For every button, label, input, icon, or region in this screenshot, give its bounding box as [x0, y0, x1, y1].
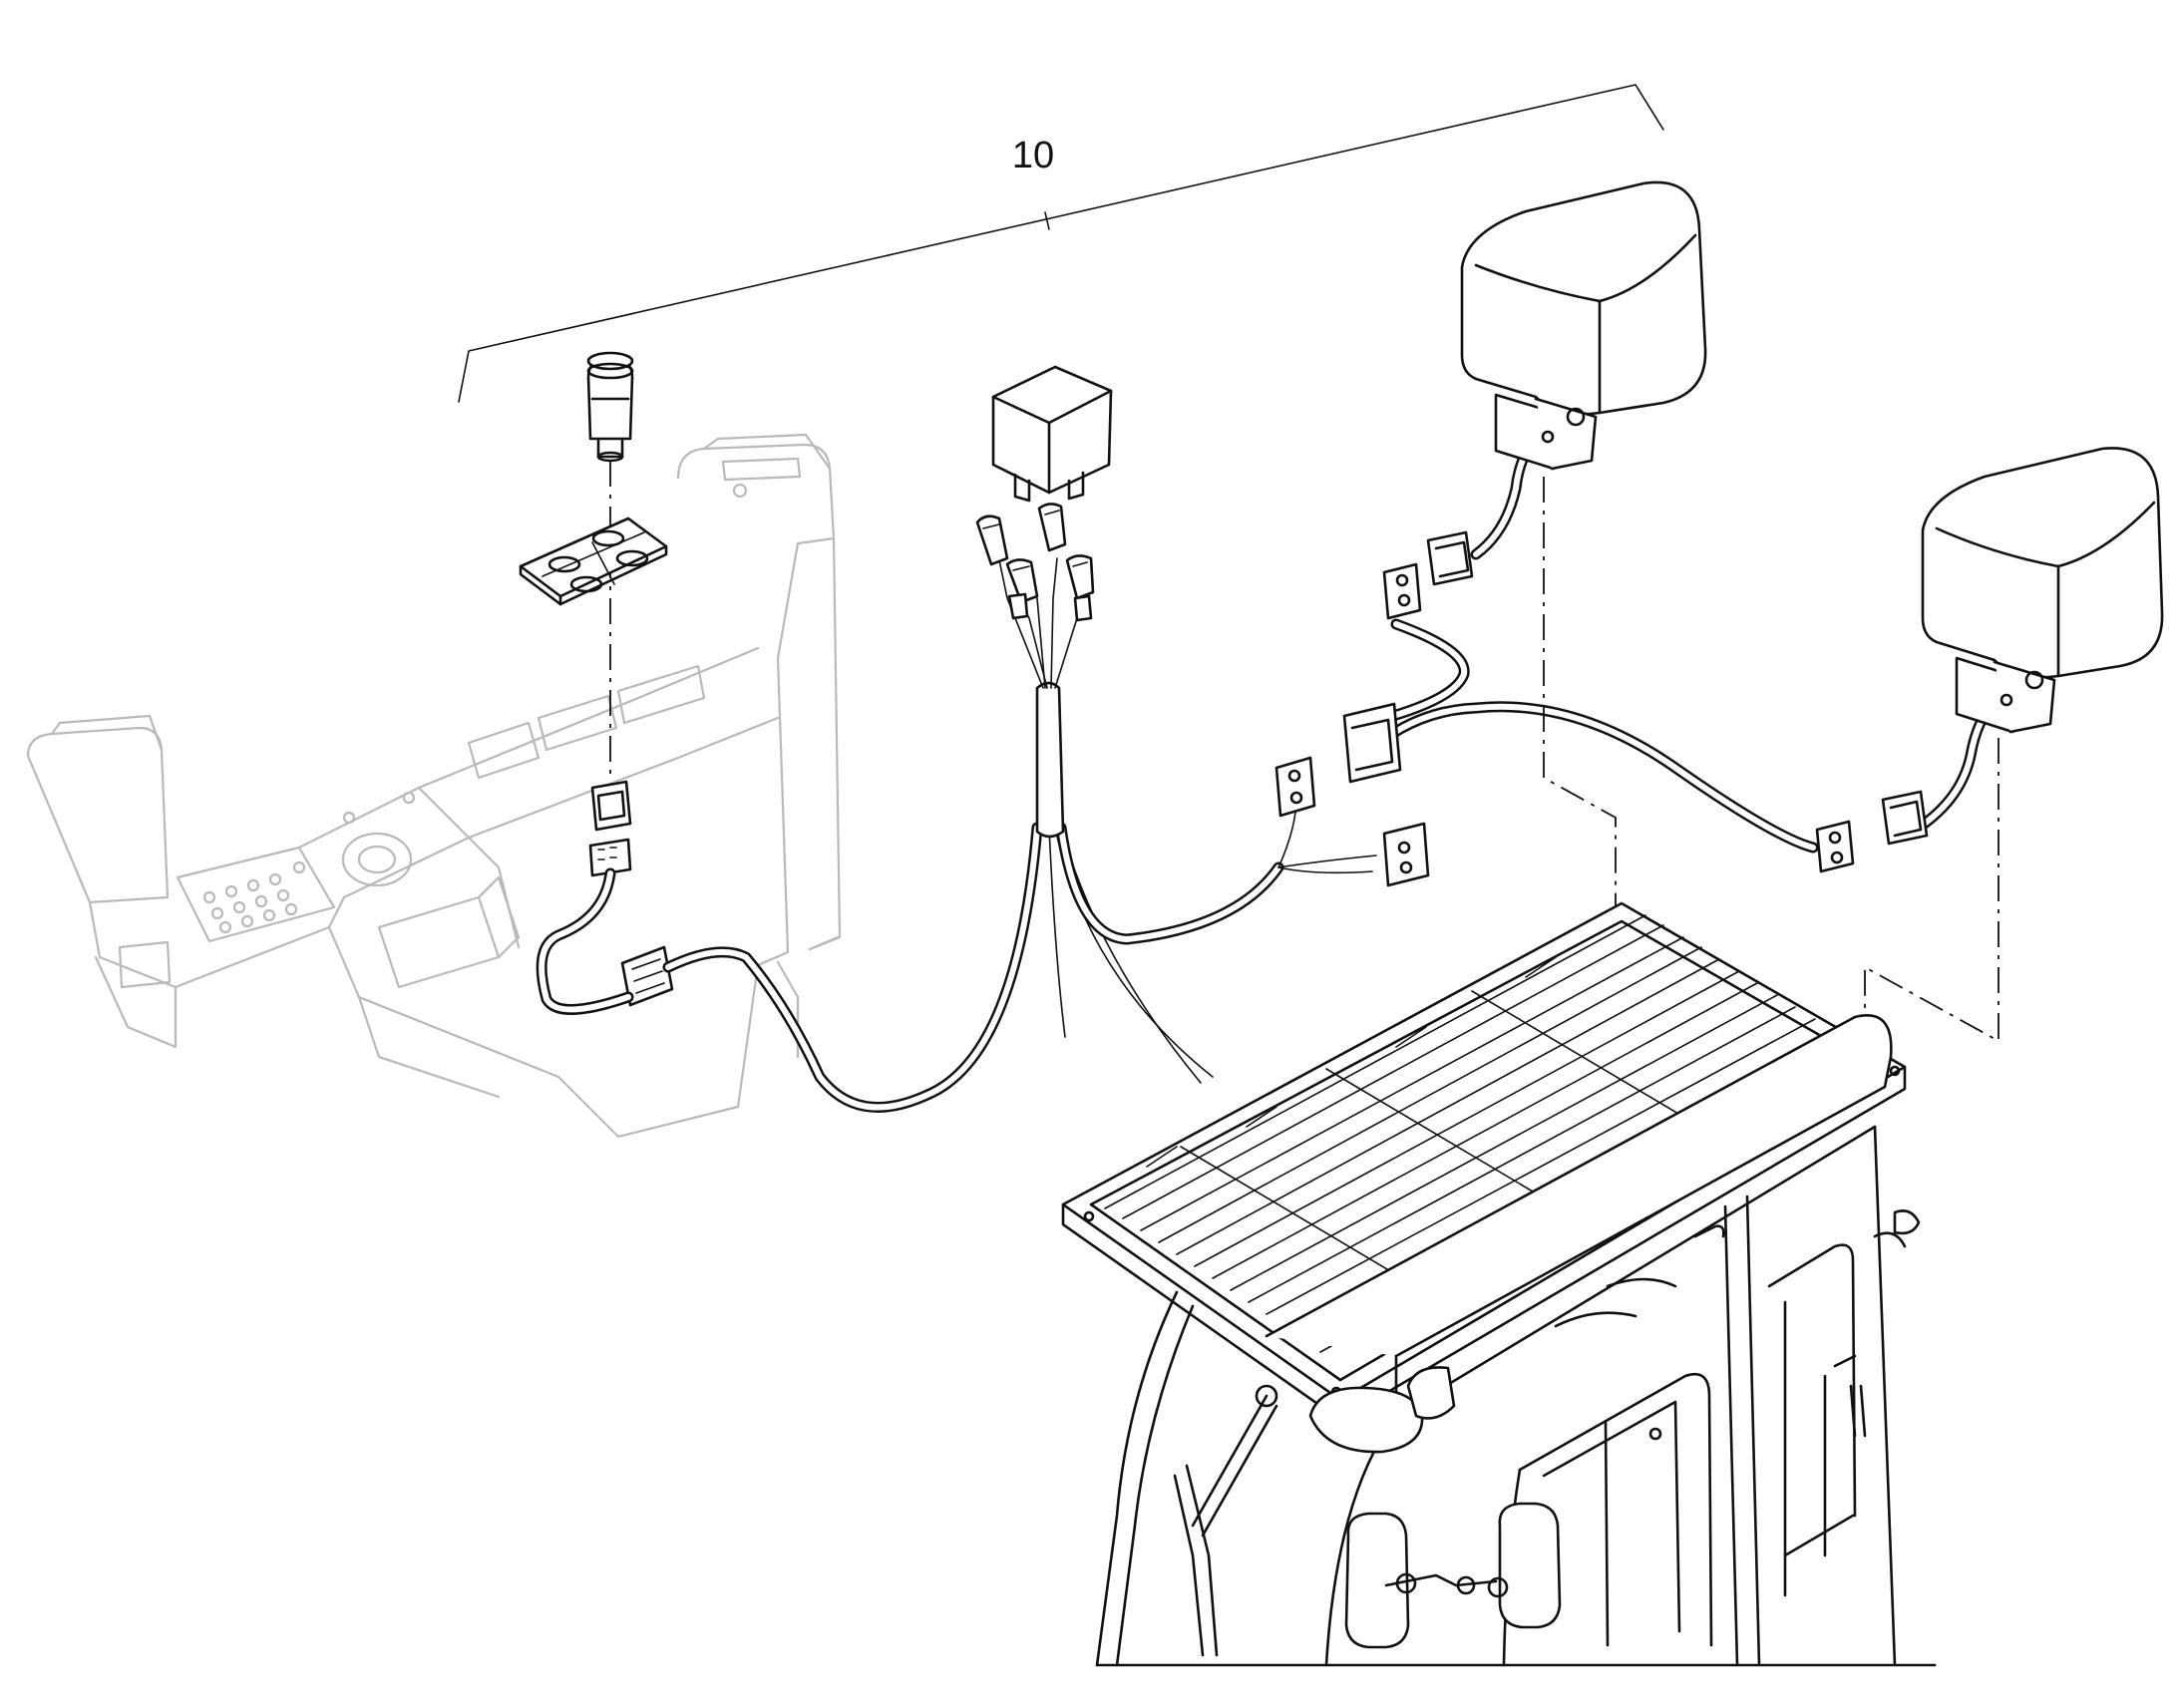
callout-bracket	[458, 84, 1664, 403]
switch-panel-plate	[519, 516, 668, 606]
connector-icon	[1274, 530, 1929, 887]
operator-cab	[1095, 1014, 1937, 1667]
push-switch-icon	[586, 351, 634, 463]
switch-connector-icon	[588, 780, 632, 877]
relay-terminals	[975, 503, 1095, 622]
work-lamp-icon	[1460, 180, 1707, 471]
cab-roof-guard	[1061, 901, 1907, 1422]
wiring-harness	[536, 419, 1998, 1113]
work-lamp-icon	[1921, 447, 2164, 734]
assembly-guide-lines	[1543, 477, 1999, 1047]
operator-console	[26, 433, 842, 1139]
harness-connector-icon	[620, 945, 674, 1007]
relay-icon	[991, 365, 1113, 503]
callout-label: 10	[1012, 135, 1054, 176]
pedal-dots	[202, 872, 298, 934]
